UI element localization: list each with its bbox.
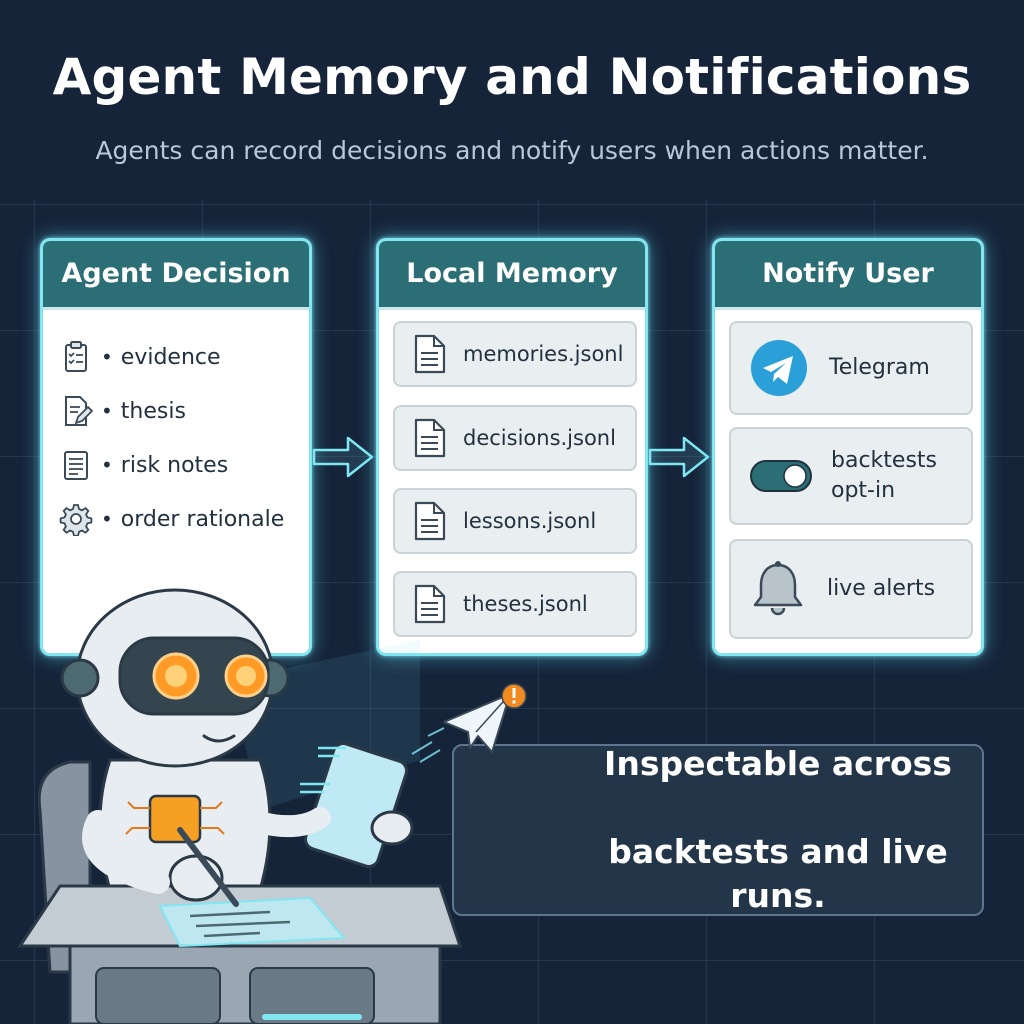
file-theses: theses.jsonl — [393, 571, 637, 637]
file-memories: memories.jsonl — [393, 321, 637, 387]
page-title: Agent Memory and Notifications — [52, 48, 972, 106]
decision-item-label: evidence — [120, 344, 221, 370]
file-label: theses.jsonl — [463, 592, 588, 616]
telegram-icon — [751, 340, 807, 396]
channel-label: Telegram — [829, 355, 930, 380]
decision-items-list: • evidence • thesis • risk notes — [43, 310, 309, 546]
notify-user-card: Notify User Telegram backtests opt-in li… — [712, 238, 984, 656]
channel-telegram: Telegram — [729, 321, 973, 415]
document-pen-icon — [65, 396, 93, 426]
notes-icon — [64, 451, 88, 480]
header-background — [0, 0, 1024, 200]
file-label: lessons.jsonl — [463, 509, 597, 533]
file-label: decisions.jsonl — [463, 426, 616, 450]
callout-line2: backtests and live runs. — [608, 832, 948, 915]
decision-item-risk-notes: • risk notes — [59, 438, 309, 492]
page-subtitle: Agents can record decisions and notify u… — [95, 136, 929, 165]
channel-label-line1: backtests — [831, 448, 937, 473]
local-memory-heading: Local Memory — [379, 241, 645, 310]
arrow-right-icon — [648, 436, 710, 478]
decision-item-thesis: • thesis — [59, 384, 309, 438]
file-icon — [414, 418, 446, 458]
paper-plane-icon — [411, 683, 527, 763]
decision-item-order-rationale: • order rationale — [59, 492, 309, 546]
agent-decision-card: Agent Decision • evidence • thesis — [40, 238, 312, 656]
gear-icon — [59, 504, 93, 536]
robot-mascot-icon — [17, 588, 463, 1024]
file-icon — [414, 501, 446, 541]
channel-backtests-opt-in: backtests opt-in — [729, 427, 973, 525]
file-lessons: lessons.jsonl — [393, 488, 637, 554]
notify-user-heading: Notify User — [715, 241, 981, 310]
decision-item-label: risk notes — [120, 452, 229, 478]
local-memory-card: Local Memory memories.jsonl decisions.js… — [376, 238, 648, 656]
channel-live-alerts: live alerts — [729, 539, 973, 639]
toggle-switch-icon — [750, 460, 812, 492]
inspectable-callout: Inspectable across backtests and live ru… — [452, 744, 984, 916]
decision-item-label: thesis — [120, 398, 186, 424]
file-label: memories.jsonl — [463, 342, 624, 366]
callout-line1: Inspectable across — [604, 744, 952, 783]
file-decisions: decisions.jsonl — [393, 405, 637, 471]
channel-label-line2: opt-in — [831, 478, 896, 503]
agent-decision-heading: Agent Decision — [43, 241, 309, 310]
decision-item-label: order rationale — [120, 506, 285, 532]
bell-icon — [753, 561, 803, 616]
arrow-right-icon — [312, 436, 374, 478]
file-icon — [414, 584, 446, 624]
file-icon — [414, 334, 446, 374]
channel-label: live alerts — [827, 576, 936, 601]
clipboard-checklist-icon — [65, 341, 87, 372]
decision-item-evidence: • evidence — [59, 330, 309, 384]
